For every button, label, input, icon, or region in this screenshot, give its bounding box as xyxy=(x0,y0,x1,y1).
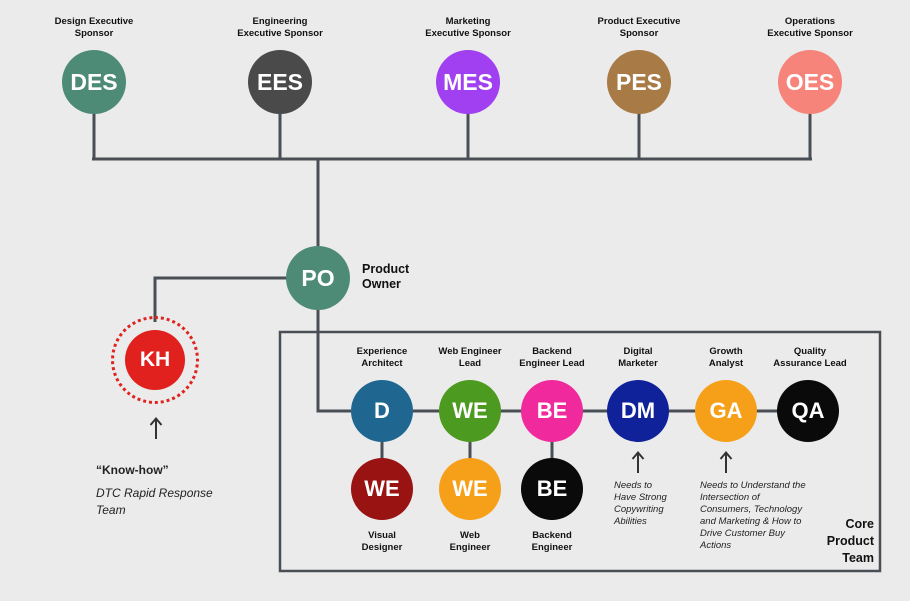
member-node-dm[interactable]: DM xyxy=(607,380,669,442)
support-abbr: WE xyxy=(452,476,488,501)
sponsor-node-mes[interactable]: MES xyxy=(436,50,500,114)
member-node-qa[interactable]: QA xyxy=(777,380,839,442)
sponsor-abbr: PES xyxy=(615,68,663,95)
member-abbr: D xyxy=(374,398,390,423)
member-abbr: BE xyxy=(536,398,568,423)
sponsor-node-pes[interactable]: PES xyxy=(607,50,671,114)
member-abbr: QA xyxy=(791,398,825,423)
know-how-ring xyxy=(111,316,199,404)
member-node-be[interactable]: BE xyxy=(521,380,583,442)
member-node-d[interactable]: D xyxy=(351,380,413,442)
core-team-box xyxy=(278,330,882,573)
support-abbr: WE xyxy=(364,476,400,501)
sponsor-node-ees[interactable]: EES xyxy=(248,50,312,114)
know-how-abbr: KH xyxy=(139,348,171,371)
up-arrow-icon xyxy=(631,450,645,473)
sponsor-abbr: MES xyxy=(443,68,493,95)
support-abbr: BE xyxy=(536,476,568,501)
member-node-ga[interactable]: GA xyxy=(695,380,757,442)
product-owner-abbr: PO xyxy=(301,264,335,291)
member-abbr: GA xyxy=(709,398,743,423)
sponsor-abbr: DES xyxy=(70,68,118,95)
up-arrow-icon xyxy=(149,416,163,439)
know-how-caption-title: “Know-how” xyxy=(96,463,169,477)
support-node-visual-designer[interactable]: WE xyxy=(351,458,413,520)
member-node-we[interactable]: WE xyxy=(439,380,501,442)
member-abbr: WE xyxy=(452,398,488,423)
know-how-node[interactable]: KH xyxy=(125,330,185,390)
sponsor-abbr: OES xyxy=(785,68,835,95)
sponsor-node-oes[interactable]: OES xyxy=(778,50,842,114)
sponsor-node-des[interactable]: DES xyxy=(62,50,126,114)
up-arrow-icon xyxy=(719,450,733,473)
sponsor-abbr: EES xyxy=(256,68,304,95)
support-node-backend-engineer[interactable]: BE xyxy=(521,458,583,520)
support-node-web-engineer[interactable]: WE xyxy=(439,458,501,520)
product-owner-node[interactable]: PO xyxy=(286,246,350,310)
member-abbr: DM xyxy=(620,398,656,423)
